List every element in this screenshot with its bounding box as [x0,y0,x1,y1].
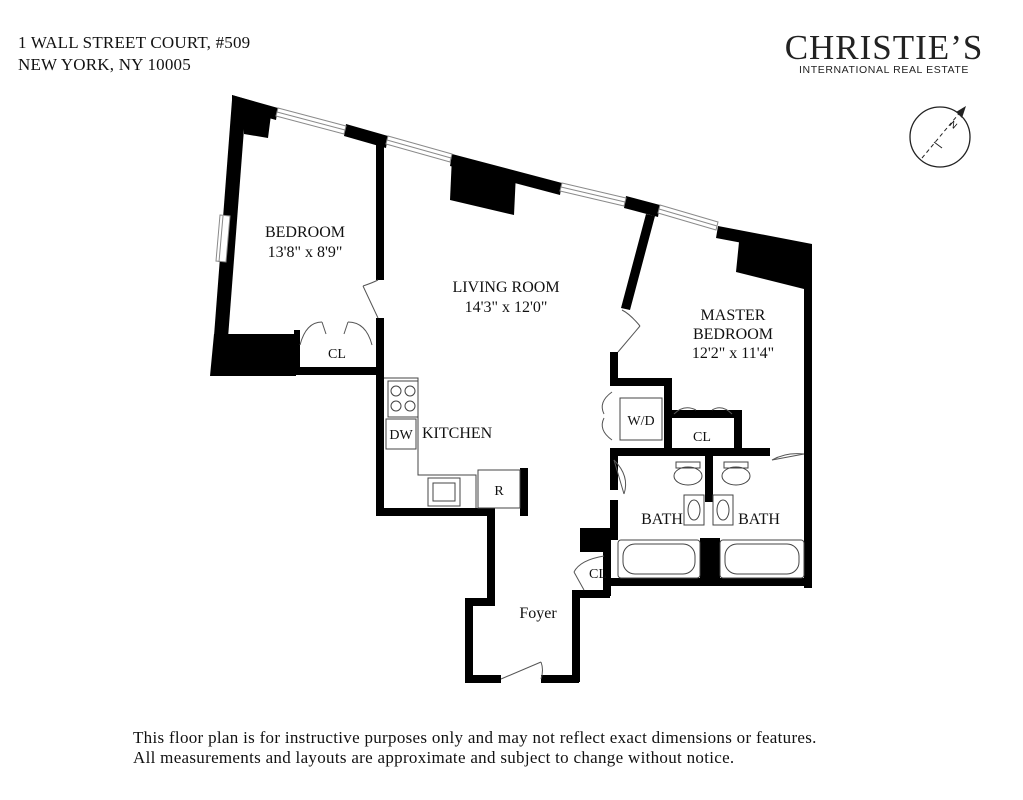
toilet-right-icon [721,466,751,486]
washer-dryer-box [619,397,663,441]
disclaimer: This floor plan is for instructive purpo… [133,728,817,768]
compass-icon: N [909,106,971,168]
bath-fixtures [617,461,805,579]
dishwasher-label: DW [389,428,413,443]
living-room-label: LIVING ROOM [452,279,559,296]
doors [299,279,805,680]
disclaimer-line-1: This floor plan is for instructive purpo… [133,728,817,747]
master-bedroom-label-1: MASTER [701,307,766,324]
living-room-dims: 14'3" x 12'0" [465,299,548,316]
bath-left-label: BATH [641,511,683,528]
walls [210,95,812,683]
disclaimer-line-2: All measurements and layouts are approxi… [133,748,735,767]
sink-left-icon [683,494,705,526]
bath-right-label: BATH [738,511,780,528]
master-bedroom-dims: 12'2" x 11'4" [692,345,774,362]
bedroom-dims: 13'8" x 8'9" [268,244,343,261]
sink-icon [427,477,461,507]
foyer-label: Foyer [519,605,557,622]
washer-dryer-label: W/D [627,414,654,429]
windows [215,107,719,263]
dishwasher-box [385,418,417,450]
toilet-left-icon [673,466,703,486]
master-bedroom-label-2: BEDROOM [693,326,773,343]
address-line-2: NEW YORK, NY 10005 [18,55,191,74]
bedroom-label: BEDROOM [265,224,345,241]
refrigerator-box [477,469,521,509]
compass-north-label: N [948,119,959,131]
address-block: 1 WALL STREET COURT, #509 NEW YORK, NY 1… [18,32,250,76]
brand-tagline: INTERNATIONAL REAL ESTATE [799,64,969,76]
brand-name: CHRISTIE’S [784,28,984,67]
bathtub-left-icon [617,539,701,579]
bedroom-closet-label: CL [328,347,346,362]
stove-icon [387,380,419,418]
foyer-closet-label: CL [589,567,607,582]
brand-logo: CHRISTIE’S INTERNATIONAL REAL ESTATE [773,28,995,77]
bathtub-right-icon [719,539,805,579]
refrigerator-label: R [494,484,504,499]
master-closet-label: CL [693,430,711,445]
kitchen-label: KITCHEN [422,425,493,442]
kitchen-fixtures [384,377,663,509]
sink-right-icon [712,494,734,526]
address-line-1: 1 WALL STREET COURT, #509 [18,33,251,52]
